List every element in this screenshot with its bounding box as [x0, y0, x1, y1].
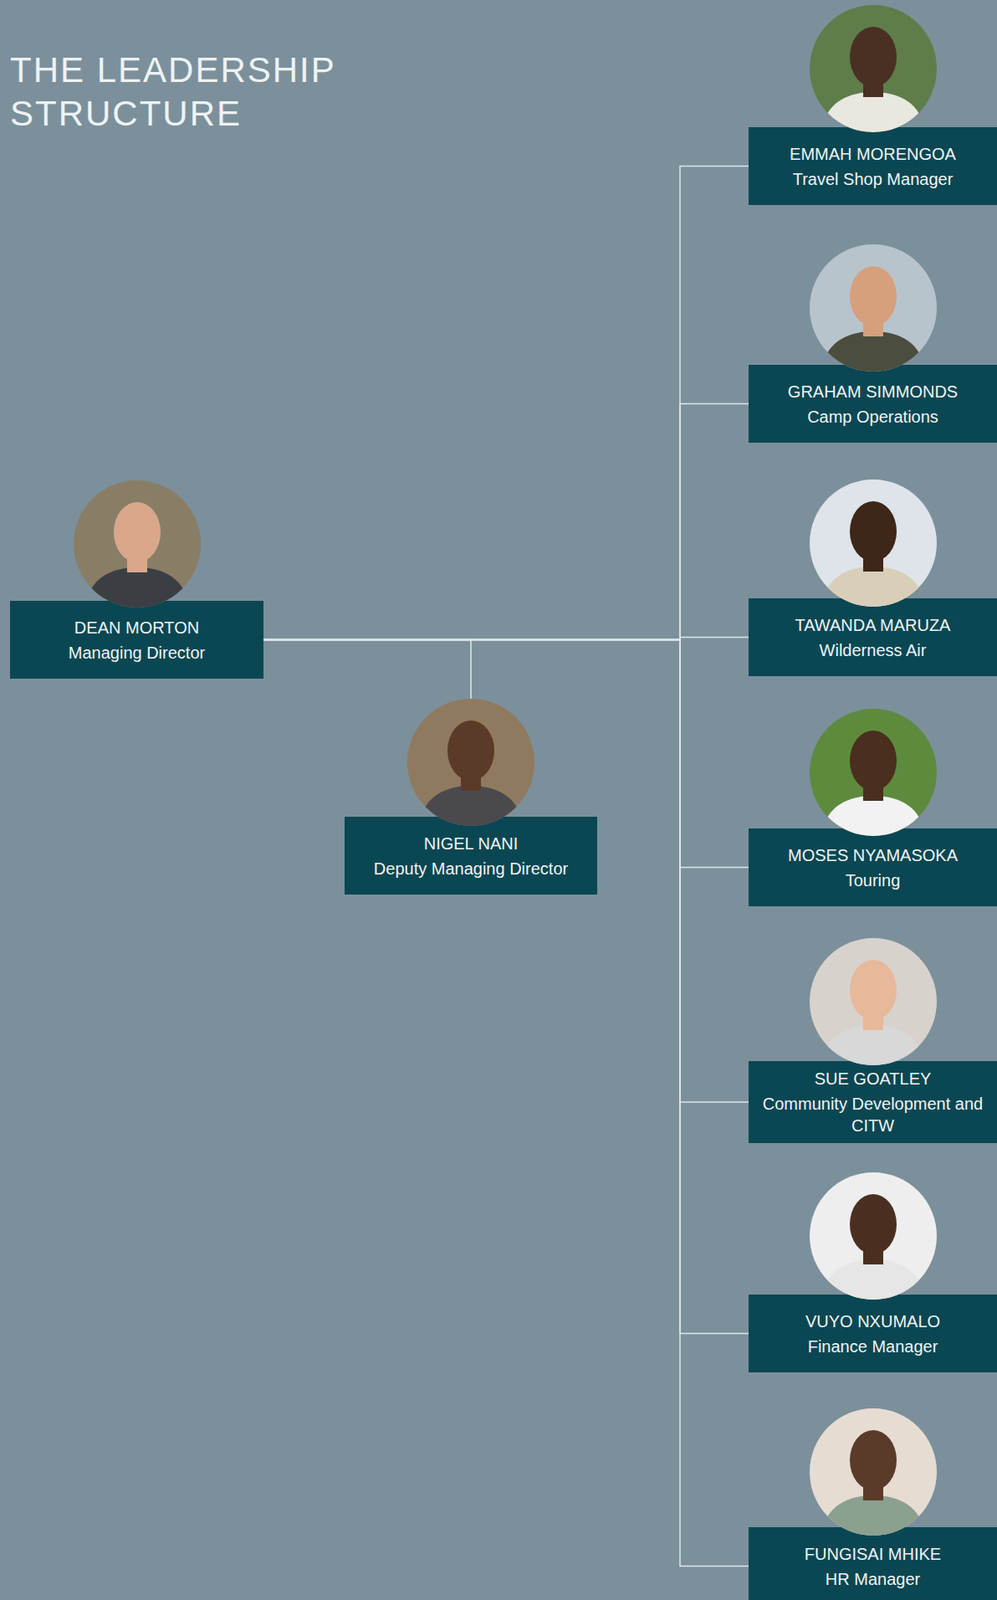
portrait-photo	[407, 698, 535, 826]
person-name: DEAN MORTON	[74, 616, 200, 639]
portrait-illustration	[809, 708, 937, 836]
name-plate: NIGEL NANI Deputy Managing Director	[344, 816, 598, 895]
org-connector	[263, 166, 749, 640]
photo-head	[849, 1429, 897, 1490]
photo-background	[809, 5, 937, 133]
person-role: Community Development and CITW	[756, 1092, 989, 1136]
person-card: GRAHAM SIMMONDSCamp Operations	[748, 244, 997, 443]
org-connector	[263, 639, 471, 700]
photo-background	[407, 698, 535, 826]
portrait-illustration	[809, 244, 937, 372]
portrait-photo	[809, 708, 937, 836]
photo-head	[849, 730, 897, 791]
person-name: GRAHAM SIMMONDS	[787, 380, 958, 403]
person-role: Finance Manager	[807, 1334, 939, 1357]
org-connector	[263, 639, 749, 1334]
person-name: FUNGISAI MHIKE	[804, 1542, 941, 1565]
portrait-illustration	[809, 479, 937, 607]
chart-title: THE LEADERSHIP STRUCTURE	[10, 48, 412, 136]
name-plate: SUE GOATLEYCommunity Development and CIT…	[748, 1060, 997, 1143]
person-card: MOSES NYAMASOKA Touring	[748, 708, 997, 906]
person-role: Touring	[845, 869, 901, 891]
photo-background	[809, 479, 937, 607]
person-role: Managing Director	[68, 641, 205, 664]
photo-background	[809, 937, 937, 1065]
person-card: SUE GOATLEYCommunity Development and CIT…	[748, 937, 997, 1143]
photo-background	[809, 244, 937, 372]
portrait-illustration	[809, 5, 937, 133]
person-name: MOSES NYAMASOKA	[787, 843, 958, 866]
person-role: Travel Shop Manager	[792, 168, 954, 190]
name-plate: MOSES NYAMASOKA Touring	[748, 828, 997, 906]
portrait-photo	[809, 1407, 937, 1535]
portrait-illustration	[809, 937, 937, 1065]
name-plate: VUYO NXUMALOFinance Manager	[748, 1293, 997, 1372]
photo-shoulders	[821, 1024, 926, 1065]
portrait-illustration	[73, 480, 201, 608]
person-card: DEAN MORTONManaging Director	[10, 480, 264, 679]
person-name: EMMAH MORENGOA	[789, 143, 957, 165]
photo-background	[809, 1171, 937, 1299]
photo-background	[809, 1407, 937, 1535]
person-name: SUE GOATLEY	[814, 1067, 932, 1090]
person-card: VUYO NXUMALOFinance Manager	[748, 1171, 997, 1372]
name-plate: TAWANDA MARUZA Wilderness Air	[748, 598, 997, 676]
portrait-photo	[73, 480, 201, 608]
name-plate: GRAHAM SIMMONDSCamp Operations	[748, 364, 997, 443]
person-card: NIGEL NANI Deputy Managing Director	[344, 698, 598, 895]
portrait-photo	[809, 479, 937, 607]
name-plate: FUNGISAI MHIKEHR Manager	[748, 1526, 997, 1600]
org-connector	[263, 403, 749, 640]
photo-background	[73, 480, 201, 608]
person-name: VUYO NXUMALO	[805, 1309, 941, 1332]
person-card: EMMAH MORENGOA Travel Shop Manager	[748, 5, 997, 205]
portrait-photo	[809, 5, 937, 133]
name-plate: DEAN MORTONManaging Director	[10, 600, 264, 679]
photo-background	[809, 708, 937, 836]
person-role: Wilderness Air	[819, 639, 927, 661]
org-connector	[263, 639, 749, 1566]
photo-head	[849, 26, 897, 87]
name-plate: EMMAH MORENGOA Travel Shop Manager	[748, 127, 997, 205]
photo-head	[113, 501, 161, 563]
portrait-photo	[809, 1171, 937, 1299]
portrait-illustration	[407, 698, 535, 826]
person-name: TAWANDA MARUZA	[795, 613, 951, 636]
person-card: FUNGISAI MHIKEHR Manager	[748, 1407, 997, 1600]
photo-head	[849, 959, 897, 1020]
portrait-illustration	[809, 1171, 937, 1299]
org-connector	[263, 639, 749, 1103]
person-role: Deputy Managing Director	[373, 857, 568, 880]
photo-head	[447, 720, 495, 781]
portrait-photo	[809, 244, 937, 372]
photo-shoulders	[821, 92, 926, 133]
photo-head	[849, 501, 897, 562]
portrait-illustration	[809, 1407, 937, 1535]
person-role: Camp Operations	[807, 405, 939, 428]
photo-head	[849, 265, 897, 327]
person-role: HR Manager	[825, 1567, 921, 1590]
person-card: TAWANDA MARUZA Wilderness Air	[748, 479, 997, 676]
person-name: NIGEL NANI	[424, 832, 519, 854]
portrait-photo	[809, 937, 937, 1065]
photo-shoulders	[821, 1258, 926, 1299]
photo-head	[849, 1193, 897, 1254]
